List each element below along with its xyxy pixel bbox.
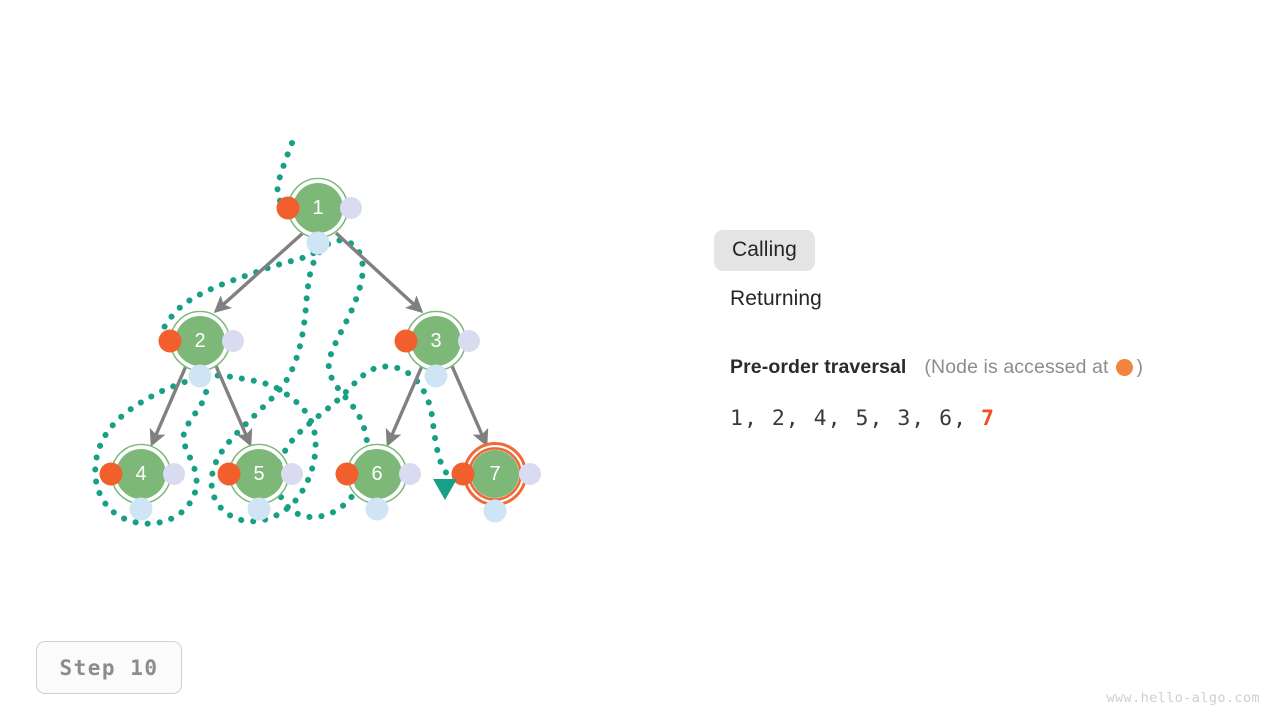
tree-node-3[interactable]: 3 <box>394 310 481 388</box>
node-body <box>411 316 461 366</box>
edge-3-6 <box>385 365 424 447</box>
tree-node-7[interactable]: 7 <box>451 442 542 523</box>
node-access-dot <box>451 462 475 486</box>
node-label: 2 <box>194 330 205 352</box>
binary-tree-diagram: 1 2 3 4 <box>92 140 542 527</box>
node-access-dot <box>276 196 300 220</box>
node-label: 6 <box>371 463 382 485</box>
tree-node-1[interactable]: 1 <box>276 177 363 255</box>
node-label: 5 <box>253 463 264 485</box>
node-right-dot <box>222 330 244 352</box>
tree-edges-group <box>149 231 489 447</box>
node-access-dot <box>158 329 182 353</box>
node-bottom-dot <box>188 364 212 388</box>
node-bottom-dot <box>424 364 448 388</box>
node-label: 7 <box>489 463 500 485</box>
node-body <box>293 183 343 233</box>
node-access-dot <box>99 462 123 486</box>
node-right-dot <box>281 463 303 485</box>
node-body <box>352 449 402 499</box>
node-body <box>116 449 166 499</box>
tree-node-5[interactable]: 5 <box>217 443 304 521</box>
tree-node-2[interactable]: 2 <box>158 310 245 388</box>
node-access-dot <box>394 329 418 353</box>
traversal-title: Pre-order traversal <box>730 356 907 378</box>
node-bottom-dot <box>129 497 153 521</box>
tree-node-4[interactable]: 4 <box>99 443 186 521</box>
traversal-note-open: (Node is accessed at <box>924 356 1109 378</box>
node-right-dot <box>399 463 421 485</box>
node-access-dot <box>217 462 241 486</box>
node-access-dot <box>335 462 359 486</box>
tree-visualization-panel: 1 2 3 4 <box>0 0 660 600</box>
node-right-dot <box>340 197 362 219</box>
traversal-sequence-past: 1, 2, 4, 5, 3, 6, <box>730 406 981 431</box>
site-watermark: www.hello-algo.com <box>1106 690 1260 706</box>
node-label: 1 <box>312 197 323 219</box>
node-body <box>175 316 225 366</box>
node-label: 3 <box>430 330 441 352</box>
node-bottom-dot <box>483 499 507 523</box>
edge-2-4 <box>149 365 188 447</box>
node-right-dot <box>519 463 541 485</box>
node-right-dot <box>458 330 480 352</box>
node-bottom-dot <box>306 231 330 255</box>
access-marker-dot-icon <box>1115 359 1133 376</box>
traversal-sequence: 1, 2, 4, 5, 3, 6, 7 <box>730 406 1254 431</box>
state-returning-label[interactable]: Returning <box>730 287 822 310</box>
edge-1-2 <box>213 231 305 314</box>
traversal-note: (Node is accessed at) <box>924 356 1143 379</box>
node-body <box>471 450 519 498</box>
edge-3-7 <box>450 365 489 447</box>
node-body <box>234 449 284 499</box>
traversal-note-close: ) <box>1136 356 1144 378</box>
traversal-sequence-current: 7 <box>981 406 995 431</box>
traversal-heading: Pre-order traversal (Node is accessed at… <box>730 356 1254 379</box>
node-bottom-dot <box>247 497 271 521</box>
node-bottom-dot <box>365 497 389 521</box>
current-position-pointer-icon <box>433 479 457 500</box>
node-right-dot <box>163 463 185 485</box>
tree-node-6[interactable]: 6 <box>335 443 422 521</box>
edge-2-5 <box>214 365 253 447</box>
edge-1-3 <box>334 231 424 314</box>
step-indicator: Step 10 <box>36 641 182 694</box>
node-label: 4 <box>135 463 146 485</box>
info-panel: Calling Returning Pre-order traversal (N… <box>714 230 1254 431</box>
state-calling-badge[interactable]: Calling <box>714 230 815 271</box>
